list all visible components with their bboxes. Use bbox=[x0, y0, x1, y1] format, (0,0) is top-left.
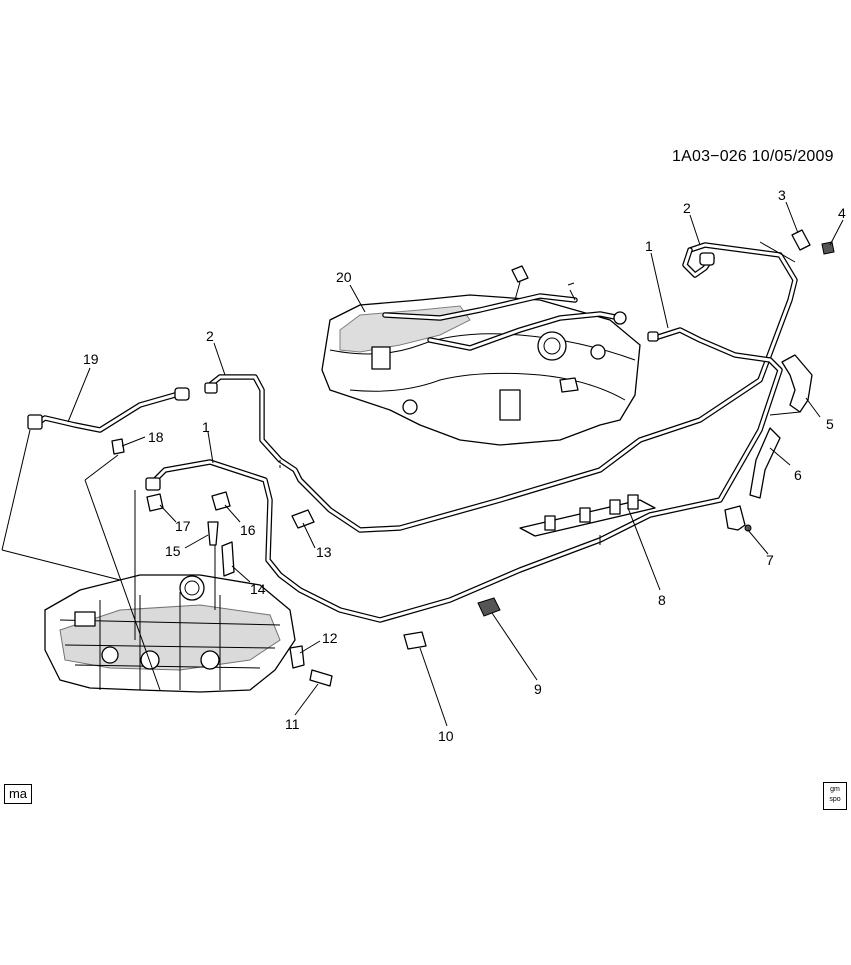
pipe-connector bbox=[27, 414, 43, 430]
callout-13: 13 bbox=[316, 544, 332, 560]
callout-16: 16 bbox=[240, 522, 256, 538]
pipe-bracket bbox=[724, 505, 746, 531]
callout-17: 17 bbox=[175, 518, 191, 534]
pipe-connector bbox=[647, 331, 659, 342]
pipe-connector bbox=[174, 387, 190, 401]
pipe-clip bbox=[291, 509, 315, 529]
ma-badge: ma bbox=[4, 784, 32, 804]
callout-11: 11 bbox=[285, 716, 300, 732]
callout-2-lower: 2 bbox=[206, 328, 214, 344]
callout-14: 14 bbox=[250, 581, 266, 597]
callout-12: 12 bbox=[322, 630, 338, 646]
callout-4: 4 bbox=[838, 205, 846, 221]
callout-1: 1 bbox=[645, 238, 653, 254]
callout-7: 7 bbox=[766, 552, 774, 568]
fuel-tank bbox=[321, 265, 641, 446]
pipe-bracket bbox=[221, 541, 235, 577]
fuel-return-pipe bbox=[152, 327, 783, 623]
fuel-hose-upper bbox=[682, 247, 715, 278]
relation-lines bbox=[1, 429, 281, 691]
callout-18: 18 bbox=[148, 429, 164, 445]
callout-20: 20 bbox=[336, 269, 352, 285]
document-id: 1A03−026 10/05/2009 bbox=[672, 148, 834, 165]
pipe-retainer bbox=[519, 494, 656, 537]
heat-shield bbox=[749, 427, 781, 499]
gm-spo-logo: gm spo bbox=[823, 782, 847, 810]
callout-6: 6 bbox=[794, 467, 802, 483]
callout-1-lower: 1 bbox=[202, 419, 210, 435]
fitting-bolt bbox=[309, 669, 333, 687]
filler-hose bbox=[781, 354, 813, 413]
pipe-clip bbox=[403, 631, 427, 650]
callout-9: 9 bbox=[534, 681, 542, 697]
callout-8: 8 bbox=[658, 592, 666, 608]
callout-5: 5 bbox=[826, 416, 834, 432]
engine-assembly bbox=[44, 574, 296, 693]
pipe-connector bbox=[204, 382, 218, 394]
pipe-bracket bbox=[289, 645, 305, 669]
pipe-clip bbox=[146, 493, 164, 512]
spo-logo-text: spo bbox=[829, 796, 841, 803]
gm-logo-text: gm bbox=[830, 786, 840, 793]
pipe-clip bbox=[111, 438, 125, 455]
callout-labels: 2 3 4 1 20 2 19 1 18 17 16 15 14 13 12 1… bbox=[83, 187, 846, 744]
leader-lines bbox=[67, 201, 844, 727]
callout-19: 19 bbox=[83, 351, 99, 367]
evap-pipe bbox=[32, 392, 178, 433]
pipe-connector bbox=[145, 477, 161, 491]
clip-nut bbox=[821, 241, 835, 255]
callout-15: 15 bbox=[165, 543, 181, 559]
callout-3: 3 bbox=[778, 187, 786, 203]
pipe-clip bbox=[791, 229, 811, 251]
bracket-bolt bbox=[207, 521, 219, 546]
pipe-clip bbox=[477, 597, 501, 617]
bracket-bolt bbox=[744, 524, 752, 532]
fuel-feed-pipe bbox=[207, 242, 798, 533]
callout-2: 2 bbox=[683, 200, 691, 216]
callout-10: 10 bbox=[438, 728, 454, 744]
